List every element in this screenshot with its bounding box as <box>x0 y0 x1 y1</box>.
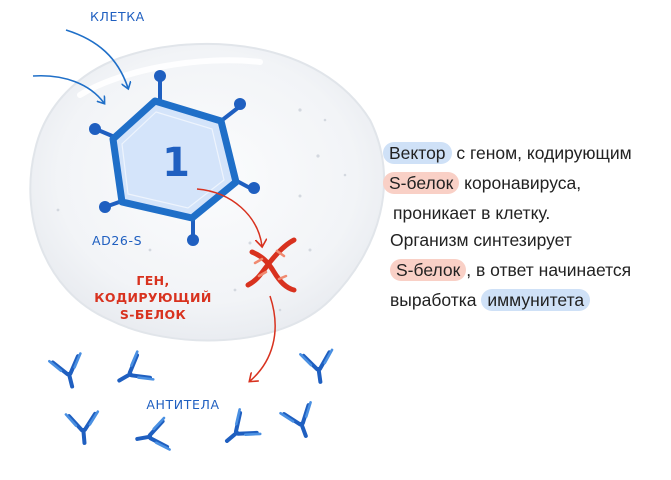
cell-label: КЛЕТКА <box>90 9 145 24</box>
gene-arrow-in <box>196 188 262 246</box>
paragraph-vector-line1: Вектор с геном, кодирующим <box>383 138 632 168</box>
antibody-icon <box>278 400 323 444</box>
highlight-s-protein: S-белок <box>390 259 467 281</box>
antibody-icon <box>63 409 103 447</box>
text-fragment: коронавируса, <box>459 173 582 193</box>
gene-arrow-out <box>250 295 276 381</box>
gene-label-line3: S-БЕЛОК <box>120 307 187 322</box>
cell-dots <box>56 108 347 312</box>
antibody-icon <box>132 415 172 457</box>
paragraph-immunity-line2: S-белок, в ответ начинается <box>390 255 631 285</box>
entry-arrow-1 <box>65 29 128 88</box>
antibody-icon <box>298 347 339 387</box>
highlight-immunity: иммунитета <box>481 289 591 311</box>
paragraph-vector: Вектор с геном, кодирующим S-белок корон… <box>383 138 632 228</box>
gene-label-line2: КОДИРУЮЩИЙ <box>94 290 211 305</box>
paragraph-immunity-line3: выработка иммунитета <box>390 285 631 315</box>
ad26-vector: 1 <box>89 70 260 246</box>
antibody-icon <box>47 351 90 393</box>
text-fragment: , в ответ начинается <box>466 260 632 280</box>
paragraph-vector-line2: S-белок коронавируса, <box>383 168 632 198</box>
paragraph-immunity-line1: Организм синтезирует <box>390 230 572 250</box>
entry-arrow-2 <box>32 74 104 103</box>
antibodies-label: АНТИТЕЛА <box>146 397 219 412</box>
cell-highlight <box>77 57 263 98</box>
antibody-icon <box>214 407 263 456</box>
paragraph-immunity: Организм синтезирует S-белок, в ответ на… <box>390 225 631 315</box>
gene-label-line1: ГЕН, <box>136 273 169 288</box>
text-fragment: выработка <box>390 290 482 310</box>
paragraph-vector-line3: проникает в клетку. <box>393 203 551 223</box>
highlight-s-protein: S-белок <box>383 172 460 194</box>
dna-helix-icon <box>245 237 297 293</box>
vector-label: AD26-S <box>92 233 142 248</box>
vector-number: 1 <box>162 140 190 186</box>
text-fragment: с геном, кодирующим <box>451 143 632 163</box>
highlight-vector: Вектор <box>383 142 452 164</box>
antibody-icon <box>109 349 156 397</box>
